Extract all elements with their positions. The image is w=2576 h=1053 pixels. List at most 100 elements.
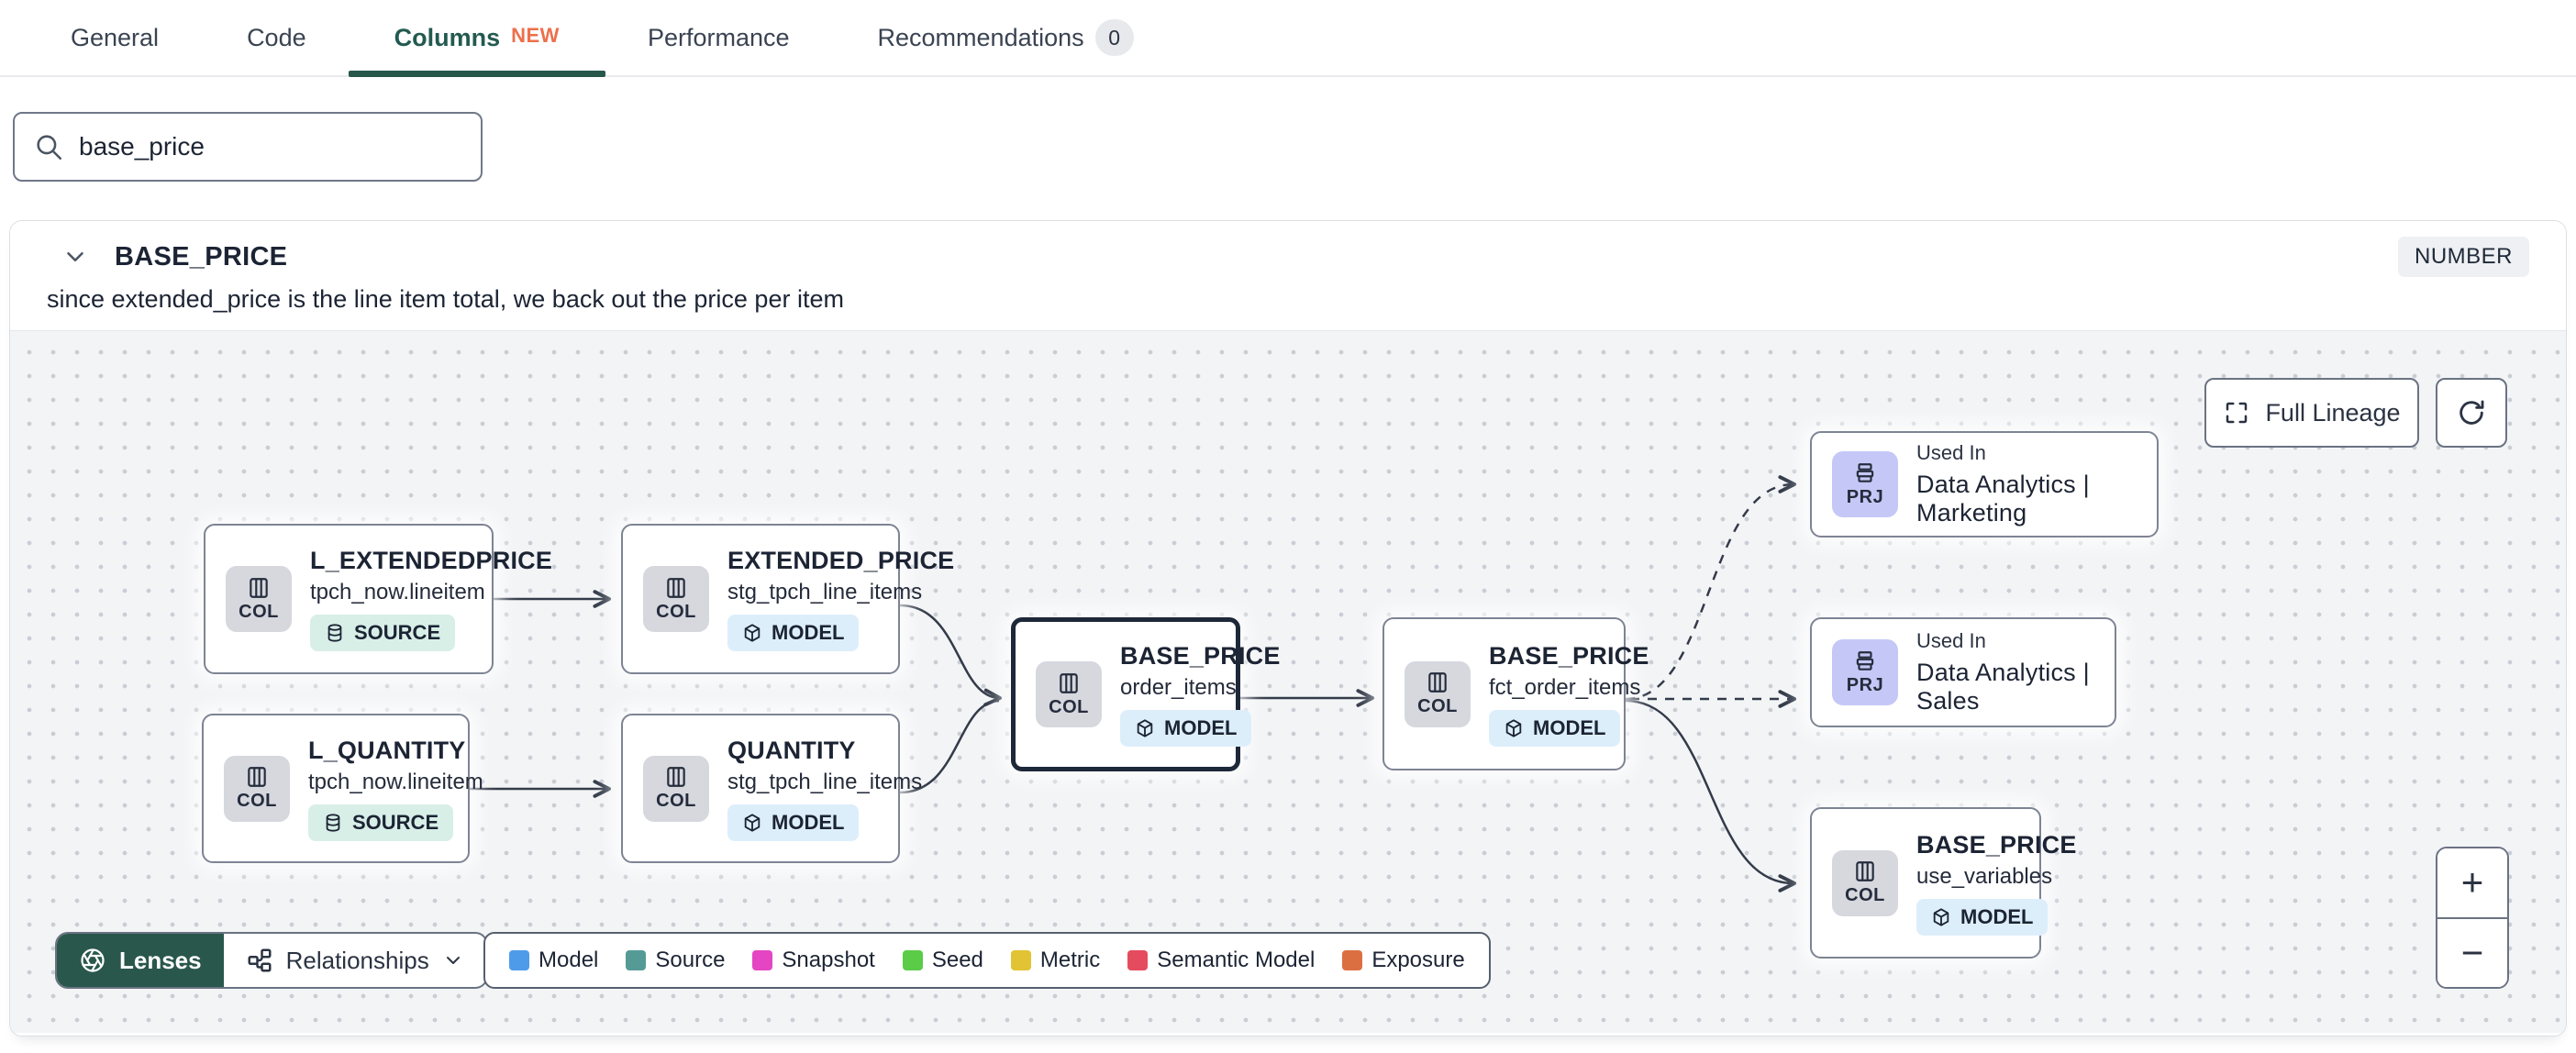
col-badge-label: COL (239, 601, 279, 622)
zoom-out-button[interactable]: − (2437, 918, 2507, 987)
legend-swatch (1342, 950, 1363, 970)
model-pill: MODEL (1120, 710, 1252, 747)
tab-performance[interactable]: Performance (648, 0, 790, 75)
legend-label: Snapshot (782, 948, 875, 972)
node-base-price-order-items-selected[interactable]: COL BASE_PRICE order_items MODEL (1011, 617, 1280, 771)
node-used-in-marketing[interactable]: PRJ Used In Data Analytics | Marketing (1810, 431, 2159, 538)
legend-item-exposure: Exposure (1342, 948, 1465, 973)
prj-badge: PRJ (1832, 639, 1898, 705)
node-base-price-fct-order-items[interactable]: COL BASE_PRICE fct_order_items MODEL (1382, 617, 1649, 770)
node-title: L_EXTENDEDPRICE (310, 547, 553, 574)
project-archive-icon (1856, 462, 1874, 482)
resource-label: SOURCE (354, 621, 441, 644)
collapse-chevron-icon[interactable] (61, 243, 89, 271)
resource-label: MODEL (772, 810, 845, 834)
node-kicker: Used In (1916, 629, 1986, 652)
col-badge: COL (643, 755, 709, 822)
col-badge: COL (1832, 849, 1898, 916)
lineage-canvas[interactable]: COL L_EXTENDEDPRICE tpch_now.lineitem SO… (10, 330, 2566, 1033)
legend-label: Exposure (1371, 948, 1465, 972)
node-used-in-sales[interactable]: PRJ Used In Data Analytics | Sales (1810, 617, 2116, 727)
prj-badge-label: PRJ (1846, 674, 1884, 695)
resource-label: MODEL (772, 621, 845, 644)
node-title: EXTENDED_PRICE (727, 547, 955, 574)
database-icon (328, 624, 342, 642)
tab-general-label: General (71, 23, 160, 51)
col-badge-label: COL (237, 791, 277, 811)
node-title: Data Analytics | Sales (1916, 659, 2090, 715)
tab-bar: General Code Columns NEW Performance Rec… (0, 0, 2576, 77)
node-title: BASE_PRICE (1489, 641, 1649, 670)
columns-icon (667, 577, 685, 598)
prj-badge: PRJ (1832, 451, 1898, 517)
lineage-edges (470, 475, 1797, 892)
columns-icon (1060, 672, 1078, 693)
legend-item-source: Source (626, 948, 725, 973)
columns-icon (667, 767, 685, 787)
refresh-icon (2459, 400, 2484, 425)
node-l-quantity[interactable]: COL L_QUANTITY tpch_now.lineitem SOURCE (202, 714, 483, 863)
col-badge: COL (226, 566, 292, 632)
cube-icon (1137, 719, 1153, 737)
node-subtitle: order_items (1120, 675, 1237, 700)
node-subtitle: fct_order_items (1489, 674, 1641, 700)
node-extended-price[interactable]: COL EXTENDED_PRICE stg_tpch_line_items M… (621, 524, 954, 674)
source-pill: SOURCE (308, 804, 454, 841)
legend-label: Metric (1039, 948, 1101, 972)
legend-item-seed: Seed (902, 948, 983, 973)
recommendations-count-badge: 0 (1094, 19, 1134, 56)
legend-item-semantic-model: Semantic Model (1127, 948, 1315, 973)
relationships-label: Relationships (285, 946, 429, 974)
full-lineage-button[interactable]: Full Lineage (2204, 378, 2419, 448)
relationships-dropdown[interactable]: Relationships (224, 934, 486, 987)
full-lineage-label: Full Lineage (2265, 398, 2401, 427)
col-badge-label: COL (1049, 696, 1089, 717)
aperture-icon (81, 948, 105, 972)
lenses-switcher: Lenses Relationships (55, 932, 488, 989)
search-input[interactable] (79, 132, 462, 161)
cube-icon (1933, 907, 1949, 926)
model-pill: MODEL (1916, 898, 2049, 936)
node-l-extendedprice[interactable]: COL L_EXTENDEDPRICE tpch_now.lineitem SO… (204, 524, 552, 674)
search-box[interactable] (13, 112, 483, 182)
resource-label: MODEL (1164, 716, 1238, 739)
legend-label: Model (539, 948, 599, 972)
resource-label: SOURCE (352, 810, 439, 834)
col-badge-label: COL (1417, 696, 1458, 716)
node-quantity[interactable]: COL QUANTITY stg_tpch_line_items MODEL (621, 714, 922, 863)
database-icon (326, 813, 340, 832)
lenses-button[interactable]: Lenses (57, 934, 224, 987)
tab-recommendations[interactable]: Recommendations 0 (878, 0, 1134, 75)
tab-columns[interactable]: Columns NEW (348, 0, 606, 77)
tab-code-label: Code (247, 23, 306, 51)
cube-icon (744, 813, 761, 832)
col-badge: COL (643, 566, 709, 632)
column-panel-header: BASE_PRICE NUMBER (10, 221, 2566, 277)
col-badge: COL (1405, 660, 1471, 727)
zoom-in-button[interactable]: + (2437, 848, 2507, 919)
legend-swatch (1127, 950, 1149, 970)
search-row (0, 77, 2576, 182)
column-description: since extended_price is the line item to… (47, 285, 844, 313)
node-subtitle: use_variables (1916, 863, 2053, 889)
search-icon (37, 135, 62, 161)
tab-performance-label: Performance (647, 23, 790, 51)
legend-item-model: Model (509, 948, 598, 973)
resource-label: MODEL (1960, 904, 2034, 928)
model-pill: MODEL (727, 615, 860, 651)
node-subtitle: tpch_now.lineitem (310, 580, 485, 604)
model-pill: MODEL (1489, 709, 1621, 747)
columns-icon (250, 577, 268, 598)
refresh-button[interactable] (2436, 378, 2507, 448)
tab-code[interactable]: Code (247, 0, 306, 75)
legend-label: Source (655, 948, 726, 972)
node-subtitle: stg_tpch_line_items (727, 580, 923, 604)
lenses-label: Lenses (119, 946, 202, 974)
tab-general[interactable]: General (71, 0, 159, 75)
columns-icon (248, 767, 266, 787)
node-title: QUANTITY (727, 736, 856, 764)
node-base-price-use-variables[interactable]: COL BASE_PRICE use_variables MODEL (1810, 807, 2076, 959)
col-badge: COL (224, 755, 290, 822)
chevron-down-icon (446, 957, 460, 964)
column-type-badge: NUMBER (2397, 237, 2529, 277)
